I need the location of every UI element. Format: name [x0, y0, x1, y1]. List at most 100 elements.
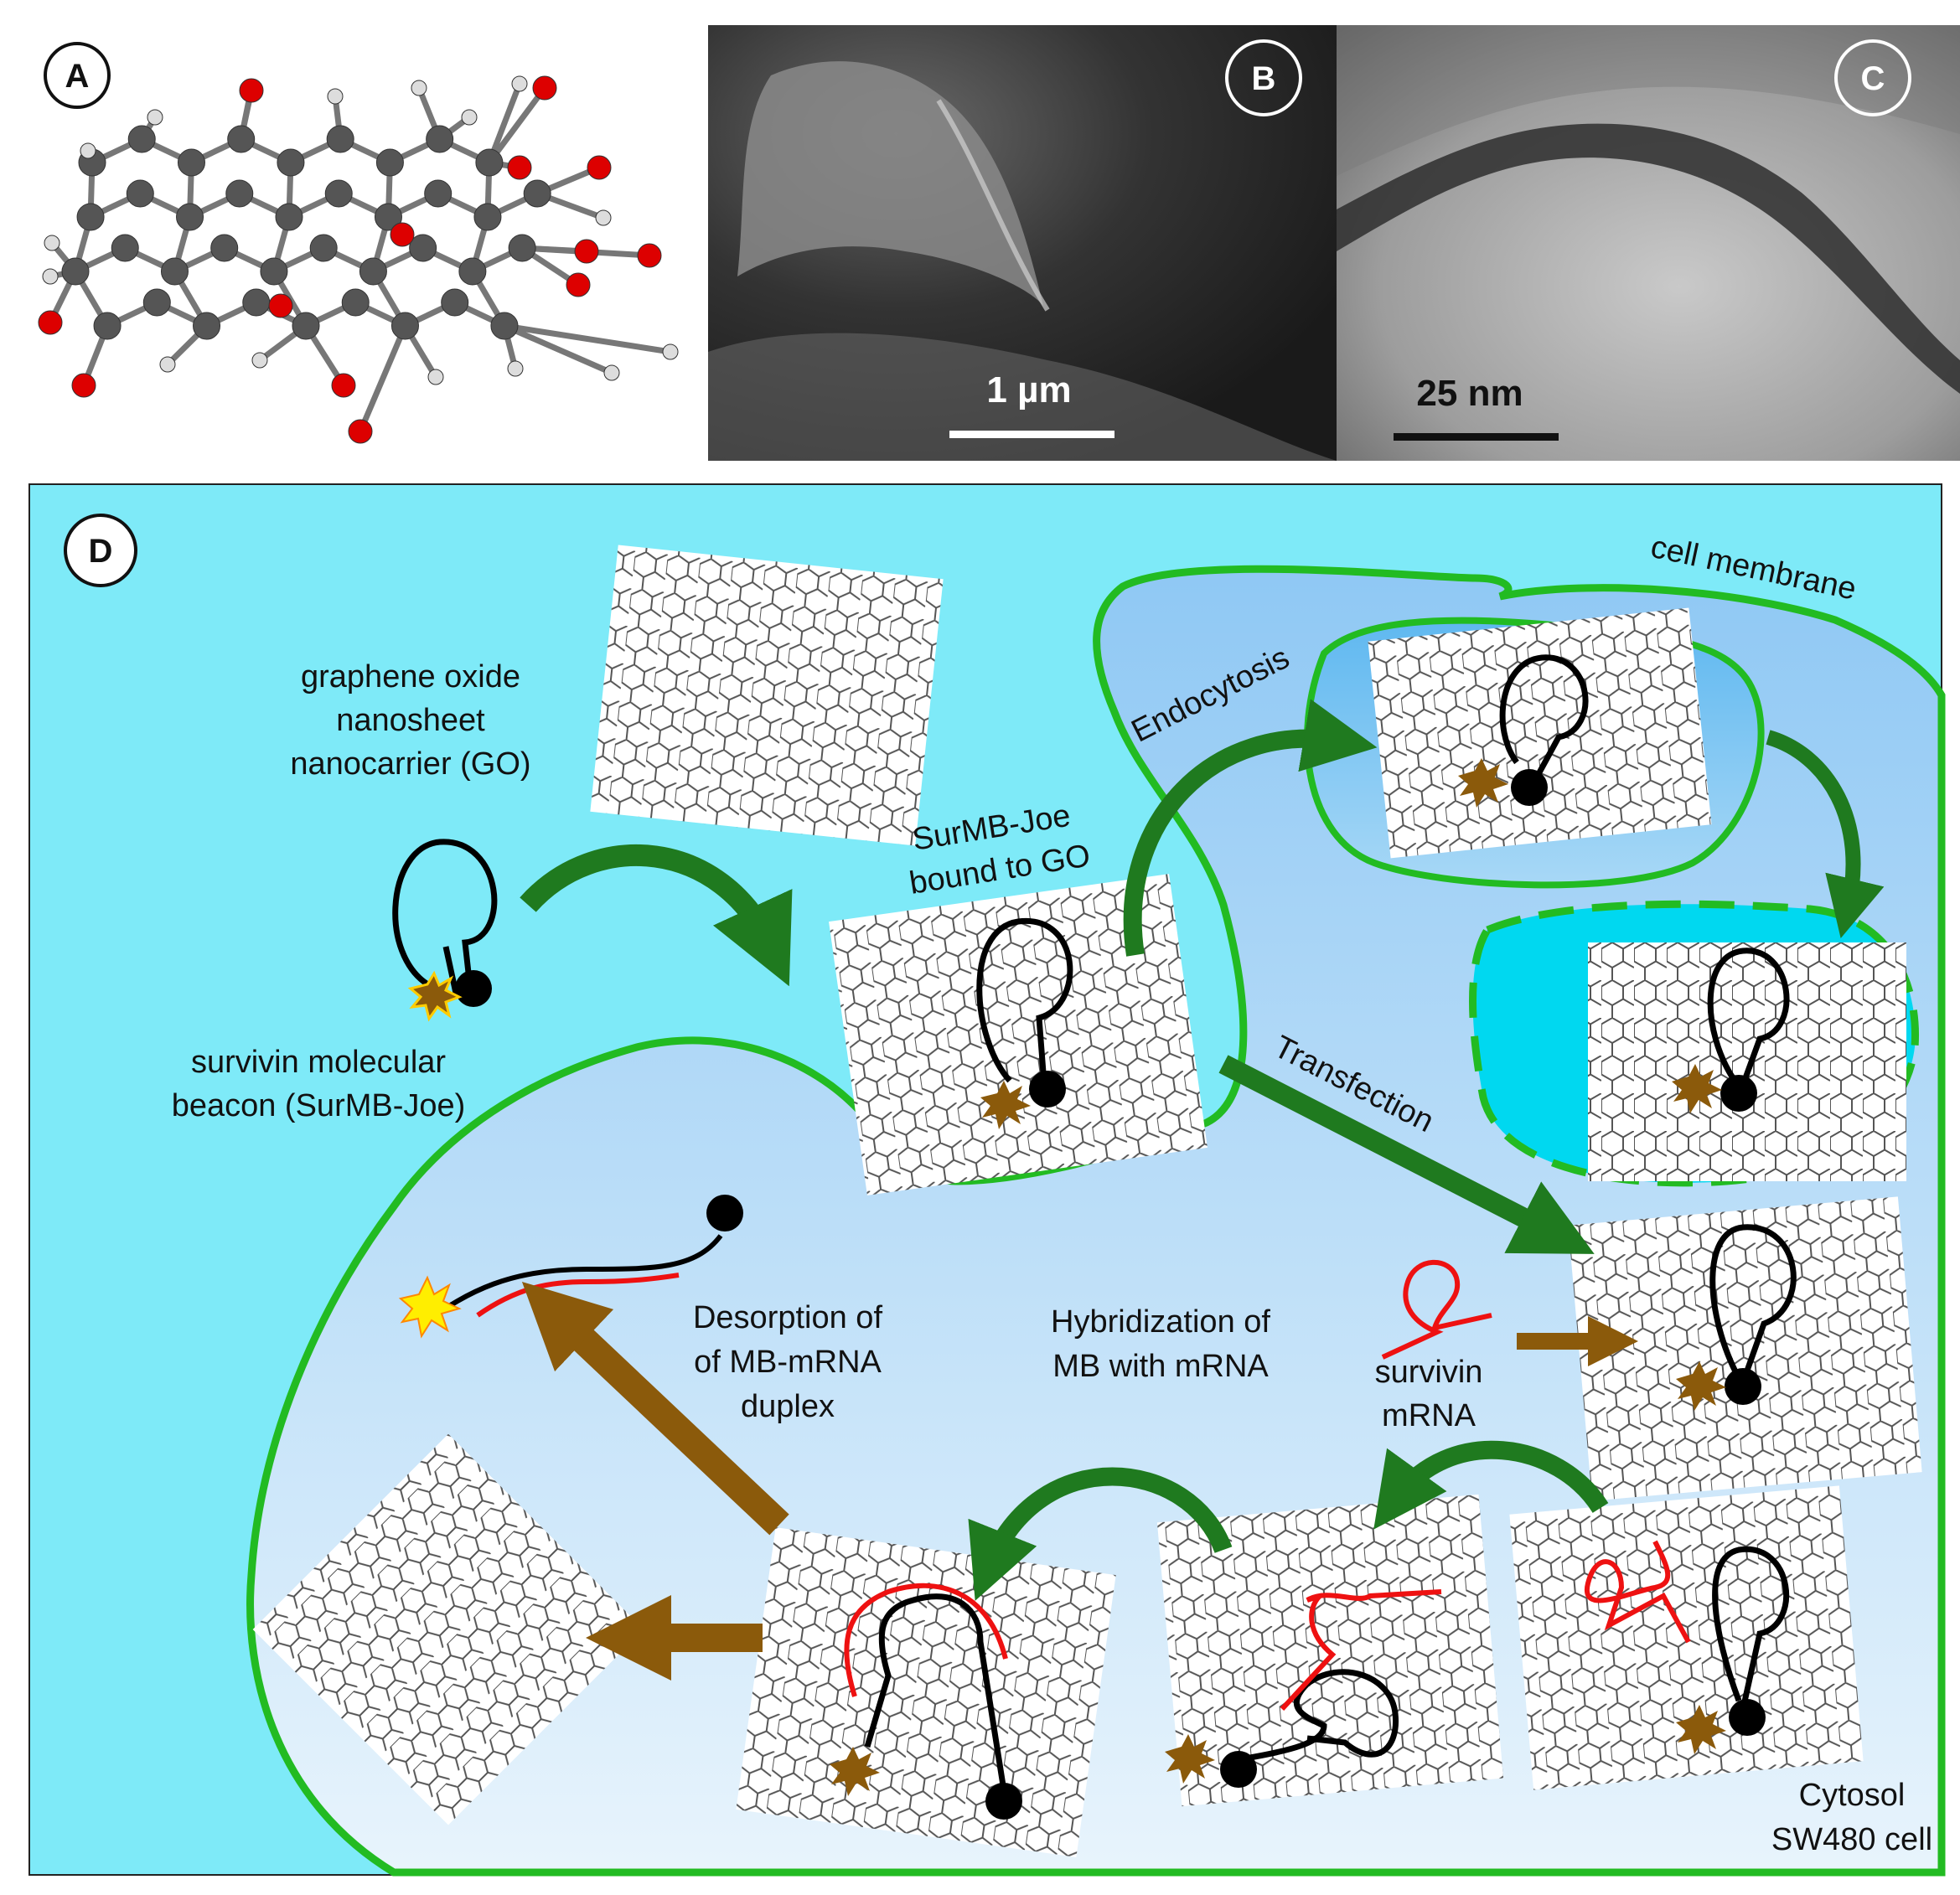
hydrogen-atom [327, 88, 344, 105]
carbon-atom [61, 257, 90, 286]
label-go-line2: nanosheet [336, 703, 485, 738]
arrow-hybrid-step1 [1373, 1440, 1609, 1530]
oxygen-atom [390, 222, 415, 247]
label-go-line1: graphene oxide [301, 659, 520, 694]
go-sheet-released [252, 1433, 644, 1825]
carbon-atom [160, 257, 189, 286]
quencher [1720, 1075, 1757, 1112]
carbon-atom [490, 312, 519, 340]
go-sheet-bound [829, 874, 1208, 1195]
go-sheet-free [590, 545, 944, 846]
hydrogen-atom [80, 142, 96, 159]
oxygen-atom [268, 293, 293, 318]
hydrogen-atom [511, 75, 528, 92]
label-mrna-line2: mRNA [1382, 1398, 1476, 1433]
quencher [1029, 1071, 1066, 1108]
label-go-line3: nanocarrier (GO) [290, 746, 530, 782]
fluorophore [1676, 1361, 1726, 1411]
panel-a-badge [44, 42, 111, 109]
molecular-beacon-hybrid-start [1584, 1540, 1790, 1754]
go-sheet-transfected [1568, 1196, 1922, 1501]
carbon-atom [375, 148, 404, 177]
molecular-beacon-escaped [1672, 948, 1790, 1113]
carbon-atom [76, 203, 105, 231]
carbon-atom [409, 234, 437, 262]
molecule-bond [487, 85, 547, 165]
oxygen-atom [637, 243, 662, 268]
carbon-atom [210, 234, 239, 262]
hydrogen-atom [42, 268, 59, 285]
tem-image [1337, 25, 1960, 461]
quencher [985, 1783, 1022, 1820]
molecular-beacon-bound [976, 917, 1073, 1129]
fluorophore [1672, 1064, 1722, 1113]
molecule-bond [504, 323, 671, 355]
carbon-atom [126, 179, 154, 208]
carbon-atom [475, 148, 504, 177]
carbon-atom [277, 148, 305, 177]
label-mb-line1: survivin molecular [191, 1045, 446, 1080]
carbon-atom [309, 234, 338, 262]
quencher [706, 1195, 743, 1231]
arrow-load-beacon [520, 844, 793, 987]
oxygen-atom [348, 419, 373, 444]
carbon-atom [324, 179, 353, 208]
panel-d-letter: D [89, 533, 113, 570]
oxygen-atom [507, 155, 532, 180]
label-desorption-line1: Desorption of [693, 1300, 882, 1335]
carbon-atom [508, 234, 536, 262]
mrna-strand [1584, 1540, 1691, 1644]
carbon-atom [242, 288, 271, 317]
hydrogen-atom [603, 364, 620, 381]
hydrogen-atom [662, 343, 679, 360]
fluorophore [980, 1081, 1031, 1129]
carbon-atom [458, 257, 487, 286]
carbon-atom [326, 125, 354, 153]
label-cytosol-line1: Cytosol [1799, 1778, 1906, 1813]
hydrogen-atom [251, 352, 268, 369]
carbon-atom [341, 288, 370, 317]
arrow-endosome-escape [1766, 730, 1885, 939]
carbon-atom [292, 312, 320, 340]
fluorophore [407, 970, 463, 1022]
carbon-atom [359, 257, 387, 286]
hydrogen-atom [159, 356, 176, 373]
carbon-atom [424, 179, 453, 208]
go-sheet-endosome [1368, 607, 1712, 859]
tem-shadow [1337, 25, 1960, 176]
hydrogen-atom [411, 80, 427, 96]
panel-c-badge [1834, 39, 1911, 116]
oxygen-atom [566, 272, 591, 297]
mrna-strand [1280, 1589, 1442, 1712]
arrow-hybrid-step2 [968, 1467, 1233, 1601]
panel-b-scale-bar [949, 431, 1114, 438]
panel-b-badge [1225, 39, 1302, 116]
carbon-atom [111, 234, 139, 262]
label-cytosol-line2: SW480 cell [1771, 1822, 1932, 1857]
quencher [1511, 769, 1548, 806]
oxygen-atom [38, 310, 63, 335]
carbon-atom [177, 148, 205, 177]
panel-d-badge [64, 514, 137, 587]
molecular-beacon-free [392, 839, 498, 1022]
fluorophore [1676, 1705, 1726, 1754]
carbon-atom [176, 203, 204, 231]
carbon-atom [441, 288, 469, 317]
panel-b-letter: B [1252, 60, 1276, 97]
carbon-atom [473, 203, 502, 231]
panel-c-scale-label: 25 nm [1416, 373, 1523, 414]
label-desorption-line2: of MB-mRNA [694, 1345, 882, 1380]
panel-a: A [38, 42, 679, 444]
oxygen-atom [587, 155, 612, 180]
molecule-bond [486, 82, 523, 164]
panel-a-letter: A [65, 58, 90, 95]
carbon-atom [426, 125, 454, 153]
carbon-atom [127, 125, 156, 153]
arrow-desorption [521, 1281, 789, 1536]
oxygen-atom [331, 373, 356, 398]
carbon-atom [260, 257, 288, 286]
panel-b: B 1 µm [708, 25, 1337, 461]
mrna-strand [844, 1583, 1008, 1697]
sem-fold [936, 99, 1050, 312]
